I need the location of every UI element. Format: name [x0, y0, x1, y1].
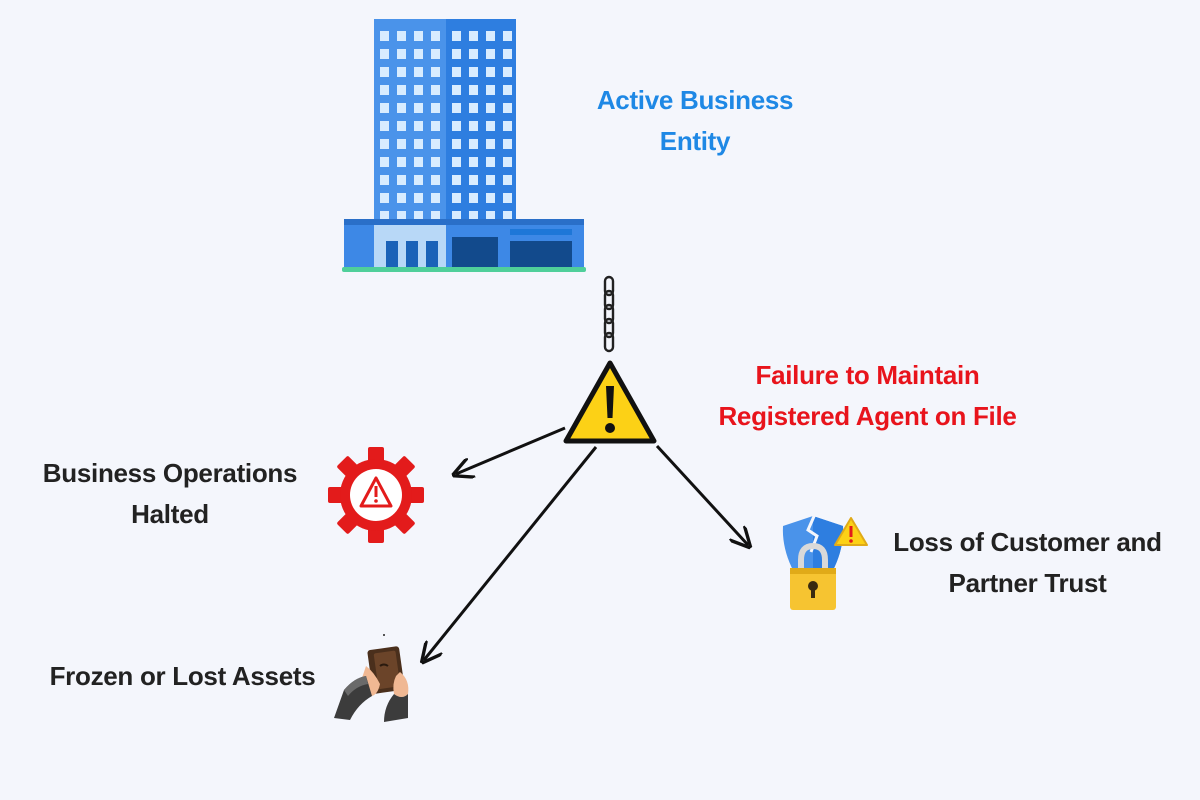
assets-label-line-1: Frozen or Lost Assets — [49, 661, 316, 691]
ops-label-line-1: Business Operations — [42, 458, 298, 488]
empty-wallet-icon — [334, 634, 409, 722]
failure-registered-agent-label: Failure to Maintain Registered Agent on … — [690, 355, 1045, 437]
gear-warning-icon — [328, 447, 424, 543]
frozen-or-lost-assets-label: Frozen or Lost Assets — [40, 656, 325, 697]
arrow-to-trust — [655, 444, 748, 545]
broken-shield-lock-icon — [782, 513, 868, 610]
active-business-entity-line-2: Entity — [659, 126, 731, 156]
arrow-to-assets — [424, 446, 598, 660]
active-business-entity-label: Active Business Entity — [570, 80, 820, 162]
office-building-icon — [342, 19, 586, 272]
arrow-to-operations — [456, 426, 566, 474]
warning-triangle-icon — [563, 360, 657, 444]
failure-label-line-1: Failure to Maintain — [755, 360, 980, 390]
trust-label-line-1: Loss of Customer and — [893, 527, 1162, 557]
loss-of-trust-label: Loss of Customer and Partner Trust — [880, 522, 1175, 604]
active-business-entity-line-1: Active Business — [596, 85, 794, 115]
chain-link-icon — [603, 275, 615, 353]
ops-label-line-2: Halted — [131, 499, 209, 529]
trust-label-line-2: Partner Trust — [948, 568, 1107, 598]
failure-label-line-2: Registered Agent on File — [718, 401, 1017, 431]
business-operations-halted-label: Business Operations Halted — [25, 453, 315, 535]
